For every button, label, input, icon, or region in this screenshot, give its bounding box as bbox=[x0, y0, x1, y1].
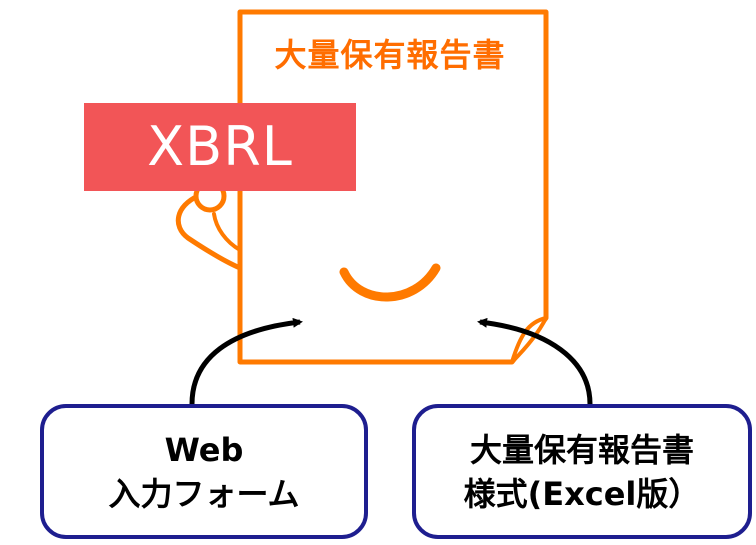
arrow-web-to-document bbox=[189, 317, 303, 405]
excel-form-line1: 大量保有報告書 bbox=[469, 430, 694, 469]
document-arm-inner bbox=[212, 212, 242, 252]
excel-form-box: 大量保有報告書 様式(Excel版） bbox=[412, 404, 752, 539]
document-title: 大量保有報告書 bbox=[274, 36, 506, 74]
web-form-line2: 入力フォーム bbox=[108, 474, 300, 513]
document-folded-corner bbox=[510, 316, 548, 364]
document-smile bbox=[339, 263, 441, 302]
arrow-excel-to-document bbox=[477, 317, 593, 405]
document-arm bbox=[175, 193, 243, 271]
xbrl-flag: XBRL bbox=[84, 103, 356, 191]
web-form-line1: Web bbox=[164, 430, 244, 469]
excel-form-line2: 様式(Excel版） bbox=[463, 474, 701, 513]
web-input-form-box: Web 入力フォーム bbox=[40, 404, 368, 539]
